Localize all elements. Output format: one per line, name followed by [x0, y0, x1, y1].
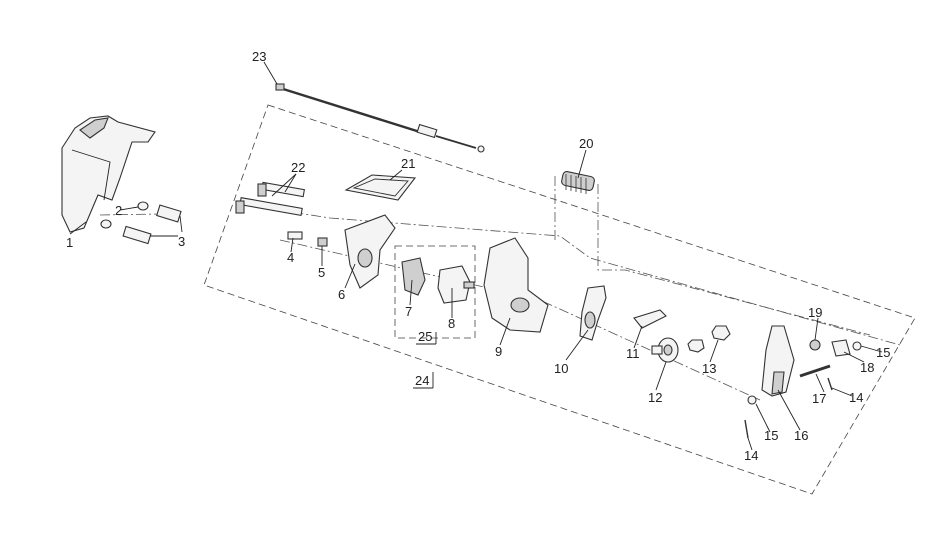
- part-23-cable: [275, 83, 485, 153]
- part-6-pedal-arm: [344, 214, 396, 289]
- part-21-pad: [344, 174, 417, 201]
- callout-16: 16: [794, 428, 808, 443]
- callout-5: 5: [318, 265, 325, 280]
- part-20-spring: [561, 171, 595, 194]
- callout-15-right: 15: [876, 345, 890, 360]
- part-5-clip: [317, 237, 328, 247]
- part-22-bolts: [235, 181, 306, 216]
- callout-22: 22: [291, 160, 305, 175]
- callout-1: 1: [66, 235, 73, 250]
- part-2-washer: [100, 201, 149, 229]
- part-12-gear: [651, 337, 679, 363]
- part-18-bracket: [831, 339, 851, 357]
- callout-24: 24: [415, 373, 429, 388]
- callout-18: 18: [860, 360, 874, 375]
- callout-8: 8: [448, 316, 455, 331]
- callout-13: 13: [702, 361, 716, 376]
- callout-3: 3: [178, 234, 185, 249]
- callout-7: 7: [405, 304, 412, 319]
- axis-line-upper: [239, 203, 901, 346]
- part-17-pin: [799, 364, 831, 378]
- callout-12: 12: [648, 390, 662, 405]
- part-11-plate: [633, 309, 667, 329]
- leader-lines: [69, 61, 883, 451]
- part-16-lever: [761, 325, 795, 397]
- part-9-housing: [483, 237, 549, 333]
- part-10-cam: [579, 285, 607, 341]
- part-14-pins: [744, 377, 833, 439]
- callout-4: 4: [287, 250, 294, 265]
- part-7-pad: [401, 257, 426, 296]
- callout-23: 23: [252, 49, 266, 64]
- part-19-bushing: [809, 339, 821, 351]
- part-15-washers: [747, 341, 862, 405]
- callout-15-bottom: 15: [764, 428, 778, 443]
- axis-line-lower: [99, 213, 761, 401]
- part-3-bolt: [122, 204, 182, 245]
- spring-guide-line: [554, 176, 871, 336]
- callout-2: 2: [115, 203, 122, 218]
- callout-9: 9: [495, 344, 502, 359]
- callout-19: 19: [808, 305, 822, 320]
- callout-21: 21: [401, 156, 415, 171]
- part-4-bolt: [287, 231, 303, 240]
- callout-11: 11: [626, 346, 640, 361]
- callout-6: 6: [338, 287, 345, 302]
- callout-20: 20: [579, 136, 593, 151]
- callout-25: 25: [418, 329, 432, 344]
- assembly-25-boundary: [394, 245, 476, 339]
- callout-14-bottom: 14: [744, 448, 758, 463]
- callout-10: 10: [554, 361, 568, 376]
- part-8-block: [437, 265, 475, 304]
- part-13-nut: [687, 325, 731, 353]
- assembly-24-boundary: [203, 104, 916, 495]
- callout-17: 17: [812, 391, 826, 406]
- callout-14-right: 14: [849, 390, 863, 405]
